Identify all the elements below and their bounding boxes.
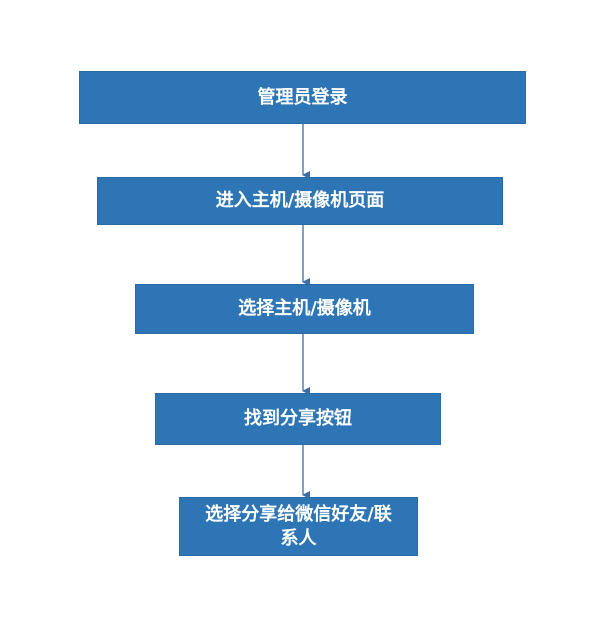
step-label: 选择分享给微信好友/联系人 [205, 503, 392, 549]
step-share-to-wechat-contact: 选择分享给微信好友/联系人 [179, 497, 418, 556]
step-label: 管理员登录 [257, 86, 348, 108]
step-find-share-button: 找到分享按钮 [155, 393, 441, 445]
step-label: 选择主机/摄像机 [238, 298, 371, 319]
step-label: 找到分享按钮 [244, 408, 352, 429]
step-select-host-camera: 选择主机/摄像机 [135, 284, 474, 334]
step-label: 进入主机/摄像机页面 [215, 190, 385, 211]
step-enter-host-camera-page: 进入主机/摄像机页面 [97, 177, 503, 225]
step-admin-login: 管理员登录 [79, 71, 526, 124]
